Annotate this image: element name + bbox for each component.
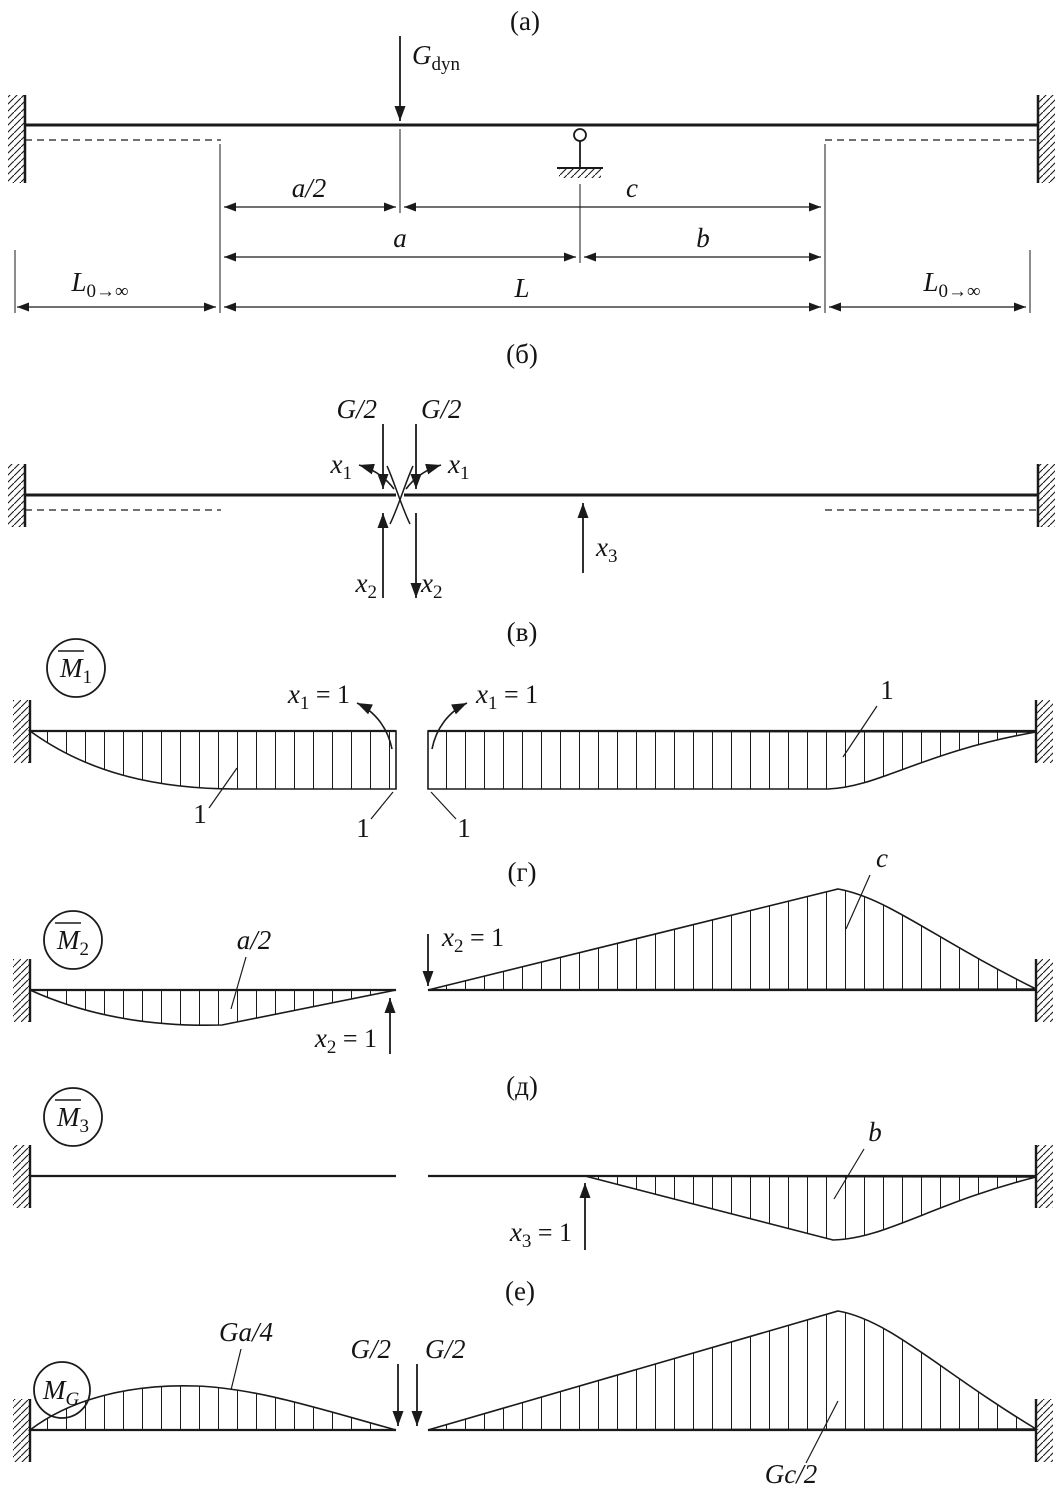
moment-x1-arrow-left bbox=[358, 463, 395, 490]
x1-label-right: x1 bbox=[447, 449, 469, 484]
m1-diagram-right bbox=[427, 730, 1037, 790]
m2-diagram-right bbox=[427, 888, 1037, 991]
g-half-label-right-e: G/2 bbox=[425, 1334, 466, 1364]
wall-hatch-right-g bbox=[1036, 959, 1053, 1022]
wall-hatch-left-b bbox=[8, 464, 25, 527]
leader-line bbox=[230, 1348, 242, 1391]
unit-value-label: 1 bbox=[457, 813, 471, 843]
unit-value-label: 1 bbox=[880, 675, 894, 705]
m2-diagram-left bbox=[29, 989, 397, 1027]
force-gdyn-label: Gdyn bbox=[412, 40, 461, 75]
x2-equals-1-label-right: x2 = 1 bbox=[441, 922, 504, 957]
panel-e-tag: (е) bbox=[505, 1276, 535, 1306]
wall-hatch-right-v bbox=[1036, 700, 1053, 763]
x2-equals-1-label-left: x2 = 1 bbox=[314, 1023, 377, 1058]
wall-hatch-left-d bbox=[13, 1145, 30, 1208]
leader-line bbox=[805, 1400, 839, 1464]
dim-label-b: b bbox=[696, 223, 710, 253]
x3-equals-1-label: x3 = 1 bbox=[509, 1217, 572, 1252]
m2-badge-circle bbox=[43, 910, 103, 970]
moment-x1-unit-arrow-left bbox=[356, 702, 393, 750]
x3-label: x3 bbox=[595, 532, 617, 567]
leader-line bbox=[230, 956, 247, 1010]
wall-hatch-right-e bbox=[1036, 1399, 1053, 1462]
roller-ground-hatch bbox=[559, 168, 601, 178]
g-half-label-right: G/2 bbox=[421, 394, 462, 424]
g-half-label-left-e: G/2 bbox=[351, 1334, 392, 1364]
m3-badge-label: M3 bbox=[56, 1102, 89, 1137]
m1-badge-label: M1 bbox=[59, 653, 92, 688]
leader-line bbox=[842, 705, 878, 758]
roller-support-circle bbox=[573, 128, 587, 142]
b-value-label: b bbox=[868, 1117, 882, 1147]
panel-m1: (в) M1 x1 = 1 x1 = 1 1 1 1 1 bbox=[13, 617, 1053, 843]
m1-badge-circle bbox=[46, 638, 106, 698]
cut-mark-curve bbox=[389, 465, 414, 525]
wall-hatch-left-e bbox=[13, 1399, 30, 1462]
panel-m3: (д) M3 b x3 = 1 bbox=[13, 1071, 1053, 1252]
m2-badge-label: M2 bbox=[56, 925, 89, 960]
dim-label-c: c bbox=[626, 173, 638, 203]
x1-equals-1-label-left: x1 = 1 bbox=[287, 679, 350, 714]
dim-label-L0-right: L0→∞ bbox=[922, 267, 980, 302]
ga4-value-label: Ga/4 bbox=[219, 1317, 273, 1347]
wall-hatch-right-a bbox=[1038, 95, 1055, 183]
gc2-value-label: Gc/2 bbox=[765, 1459, 817, 1489]
panel-b: (б) G/2 G/2 x1 x1 x2 x2 x3 bbox=[8, 339, 1055, 603]
leader-line bbox=[370, 791, 394, 820]
wall-hatch-right-d bbox=[1036, 1145, 1053, 1208]
panel-a: (а) Gdyn a/2 c a b L L0→∞ L0→∞ bbox=[8, 6, 1055, 313]
x1-label-left: x1 bbox=[330, 449, 352, 484]
dim-label-a-half: a/2 bbox=[292, 173, 327, 203]
panel-v-tag: (в) bbox=[507, 617, 538, 647]
unit-value-label: 1 bbox=[193, 799, 207, 829]
cut-mark-curve bbox=[386, 465, 411, 525]
wall-hatch-left-a bbox=[8, 95, 25, 183]
dim-label-L0-left: L0→∞ bbox=[70, 267, 128, 302]
leader-line bbox=[208, 767, 238, 809]
panel-g-tag: (г) bbox=[507, 857, 536, 887]
panel-d-tag: (д) bbox=[506, 1071, 538, 1101]
m1-diagram-left bbox=[27, 730, 397, 790]
wall-hatch-right-b bbox=[1038, 464, 1055, 527]
unit-value-label: 1 bbox=[356, 813, 370, 843]
x1-equals-1-label-right: x1 = 1 bbox=[475, 679, 538, 714]
dim-label-a: a bbox=[393, 223, 407, 253]
panel-b-tag: (б) bbox=[506, 339, 538, 369]
panel-m2: (г) M2 a/2 x2 = 1 x2 = 1 c bbox=[13, 843, 1053, 1058]
leader-line bbox=[430, 791, 457, 820]
m3-badge-circle bbox=[43, 1087, 103, 1147]
m3-diagram-right bbox=[584, 1175, 1037, 1241]
wall-hatch-left-g bbox=[13, 959, 30, 1022]
c-value-label: c bbox=[876, 843, 888, 873]
mg-diagram-left bbox=[27, 1385, 397, 1431]
a-half-value-label: a/2 bbox=[237, 925, 272, 955]
leader-line bbox=[845, 874, 871, 930]
moment-x1-arrow-right bbox=[405, 463, 442, 490]
x2-label-right: x2 bbox=[420, 568, 442, 603]
mg-badge-label: MG bbox=[42, 1375, 80, 1410]
leader-line bbox=[833, 1148, 865, 1200]
g-half-label-left: G/2 bbox=[337, 394, 378, 424]
wall-hatch-left-v bbox=[13, 700, 30, 763]
panel-mg: (е) MG Ga/4 G/2 G/2 Gc/2 bbox=[13, 1276, 1053, 1489]
panel-a-tag: (а) bbox=[510, 6, 540, 36]
x2-label-left: x2 bbox=[355, 568, 377, 603]
mg-diagram-right bbox=[427, 1310, 1039, 1431]
moment-x1-unit-arrow-right bbox=[431, 702, 468, 750]
dim-label-L: L bbox=[513, 273, 529, 303]
